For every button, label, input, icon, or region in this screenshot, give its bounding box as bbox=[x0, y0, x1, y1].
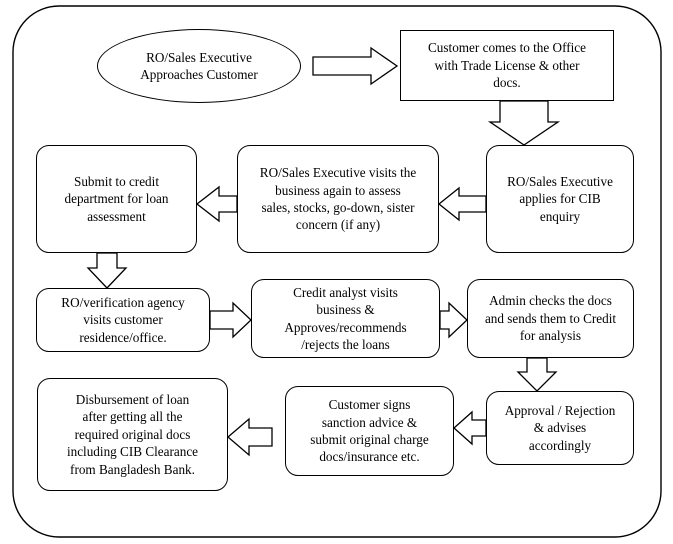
node-approval-rejection[interactable]: Approval / Rejection & advises according… bbox=[486, 391, 634, 465]
node-credit-analyst-visits[interactable]: Credit analyst visits business & Approve… bbox=[251, 279, 440, 358]
arrow-approval-to-customer-signs bbox=[453, 410, 487, 446]
node-submit-to-credit-department[interactable]: Submit to credit department for loan ass… bbox=[36, 145, 197, 253]
arrow-cib-to-visits-business bbox=[437, 186, 487, 222]
arrow-verification-to-analyst bbox=[209, 301, 252, 339]
node-visits-business-again-label: RO/Sales Executive visits the business a… bbox=[259, 165, 417, 233]
node-submit-to-credit-department-label: Submit to credit department for loan ass… bbox=[64, 173, 169, 224]
node-admin-checks-docs-label: Admin checks the docs and sends them to … bbox=[484, 293, 617, 344]
arrow-analyst-to-admin bbox=[439, 301, 468, 339]
node-applies-for-cib-enquiry-label: RO/Sales Executive applies for CIB enqui… bbox=[507, 173, 613, 224]
node-customer-comes-to-office[interactable]: Customer comes to the Office with Trade … bbox=[400, 30, 614, 101]
node-disbursement-of-loan[interactable]: Disbursement of loan after getting all t… bbox=[37, 378, 228, 491]
node-admin-checks-docs[interactable]: Admin checks the docs and sends them to … bbox=[467, 279, 634, 358]
node-applies-for-cib-enquiry[interactable]: RO/Sales Executive applies for CIB enqui… bbox=[486, 145, 634, 253]
node-visits-business-again[interactable]: RO/Sales Executive visits the business a… bbox=[237, 145, 439, 253]
node-disbursement-of-loan-label: Disbursement of loan after getting all t… bbox=[66, 391, 199, 477]
arrow-approaches-to-office bbox=[312, 46, 399, 86]
arrow-customer-signs-to-disbursement bbox=[227, 417, 273, 457]
arrow-admin-to-approval bbox=[516, 357, 558, 392]
node-customer-comes-to-office-label: Customer comes to the Office with Trade … bbox=[428, 40, 586, 91]
outer-frame bbox=[12, 5, 662, 538]
node-approval-rejection-label: Approval / Rejection & advises according… bbox=[504, 402, 616, 453]
arrow-visits-business-to-submit bbox=[195, 185, 238, 223]
node-verification-agency-visit-label: RO/verification agency visits customer r… bbox=[61, 294, 185, 345]
arrow-submit-to-verification bbox=[86, 252, 128, 289]
node-customer-signs-sanction-advice[interactable]: Customer signs sanction advice & submit … bbox=[285, 386, 454, 476]
node-credit-analyst-visits-label: Credit analyst visits business & Approve… bbox=[284, 284, 407, 352]
node-verification-agency-visit[interactable]: RO/verification agency visits customer r… bbox=[36, 288, 210, 352]
node-ro-approaches-customer-label: RO/Sales Executive Approaches Customer bbox=[140, 49, 258, 82]
arrow-office-to-cib bbox=[487, 100, 561, 146]
node-ro-approaches-customer[interactable]: RO/Sales Executive Approaches Customer bbox=[97, 29, 301, 103]
node-customer-signs-sanction-advice-label: Customer signs sanction advice & submit … bbox=[310, 397, 429, 465]
